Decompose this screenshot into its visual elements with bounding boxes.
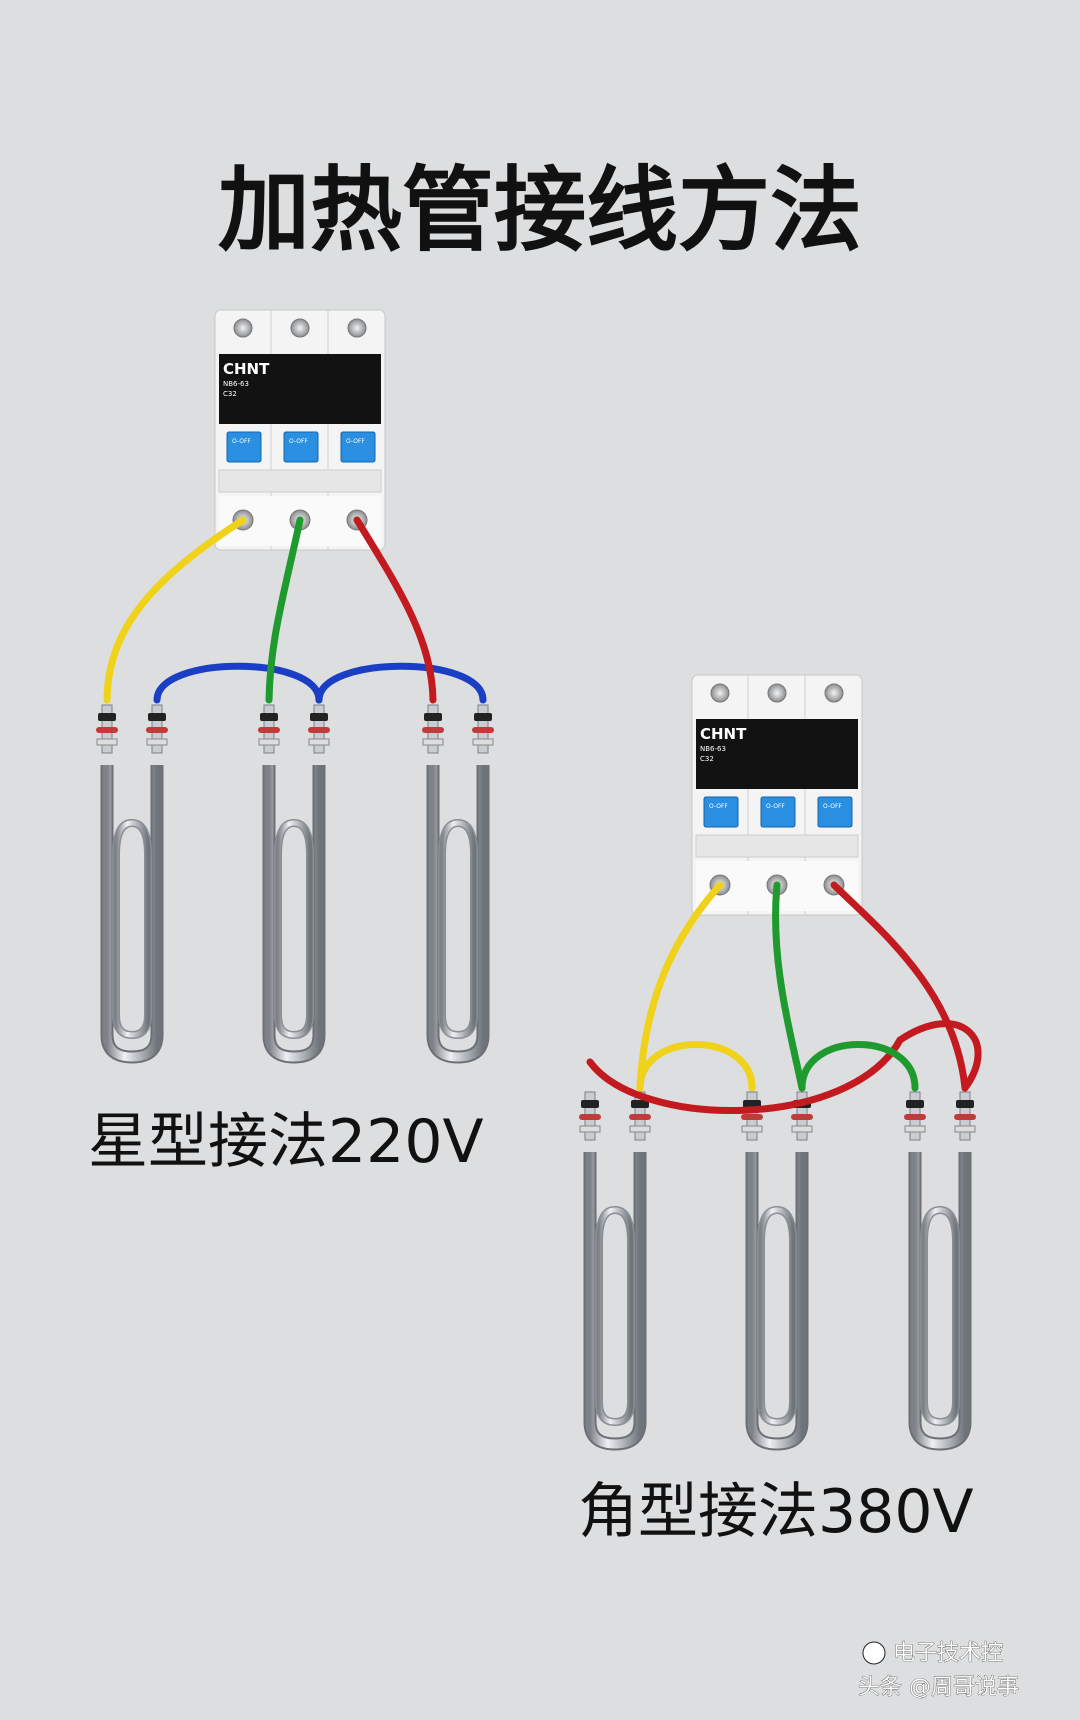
watermark: 电子技术控 头条 @周哥说事 <box>858 1641 1020 1701</box>
star-breaker-switch-label-1: O-OFF <box>232 438 251 445</box>
star-heating-tube-1 <box>96 705 168 1057</box>
delta-wire-l2 <box>772 881 806 1092</box>
watermark-source: 头条 @周哥说事 <box>858 1675 1019 1700</box>
delta-wire-l3 <box>830 881 969 1092</box>
star-breaker-brand: CHNT <box>223 360 270 378</box>
star-breaker-model: NB6-63 <box>223 380 249 388</box>
star-caption: 星型接法220V <box>88 1107 484 1177</box>
delta-heating-tube-2 <box>741 1092 813 1444</box>
star-breaker-switch-label-2: O-OFF <box>289 438 308 445</box>
star-breaker-rating: C32 <box>223 390 237 398</box>
star-wire-l1 <box>103 516 247 704</box>
delta-breaker-model: NB6-63 <box>700 745 726 753</box>
delta-wire-l3-loop <box>586 1020 982 1114</box>
delta-bridge-l2 <box>798 1041 919 1092</box>
delta-caption: 角型接法380V <box>578 1477 974 1547</box>
delta-breaker-switch-label-3: O-OFF <box>823 803 842 810</box>
watermark-account: 电子技术控 <box>893 1641 1003 1666</box>
star-wire-l3 <box>353 516 437 704</box>
delta-circuit-breaker: CHNT NB6-63 C32 O-OFF O-OFF O-OFF <box>691 674 863 916</box>
delta-breaker-switch-label-2: O-OFF <box>766 803 785 810</box>
delta-breaker-brand: CHNT <box>700 725 747 743</box>
star-neutral-bridge-2 <box>315 662 487 704</box>
star-heating-tube-3 <box>422 705 494 1057</box>
delta-connection-diagram: CHNT NB6-63 C32 O-OFF O-OFF O-OFF 角型接法38… <box>578 674 982 1547</box>
star-connection-diagram: CHNT NB6-63 C32 O-OFF O-OFF O-OFF 星型接法22… <box>88 309 494 1177</box>
wechat-icon <box>862 1641 886 1665</box>
star-circuit-breaker: CHNT NB6-63 C32 O-OFF O-OFF O-OFF <box>214 309 386 551</box>
star-wire-l2 <box>265 516 304 704</box>
delta-bridge-l1 <box>636 1041 756 1092</box>
star-breaker-switch-label-3: O-OFF <box>346 438 365 445</box>
star-neutral-bridge-1 <box>153 662 323 704</box>
delta-heating-tube-3 <box>904 1092 976 1444</box>
delta-heating-tube-1 <box>579 1092 651 1444</box>
delta-wire-l1 <box>636 881 724 1092</box>
delta-breaker-switch-label-1: O-OFF <box>709 803 728 810</box>
page-title: 加热管接线方法 <box>218 157 862 264</box>
delta-breaker-rating: C32 <box>700 755 714 763</box>
star-heating-tube-2 <box>258 705 330 1057</box>
